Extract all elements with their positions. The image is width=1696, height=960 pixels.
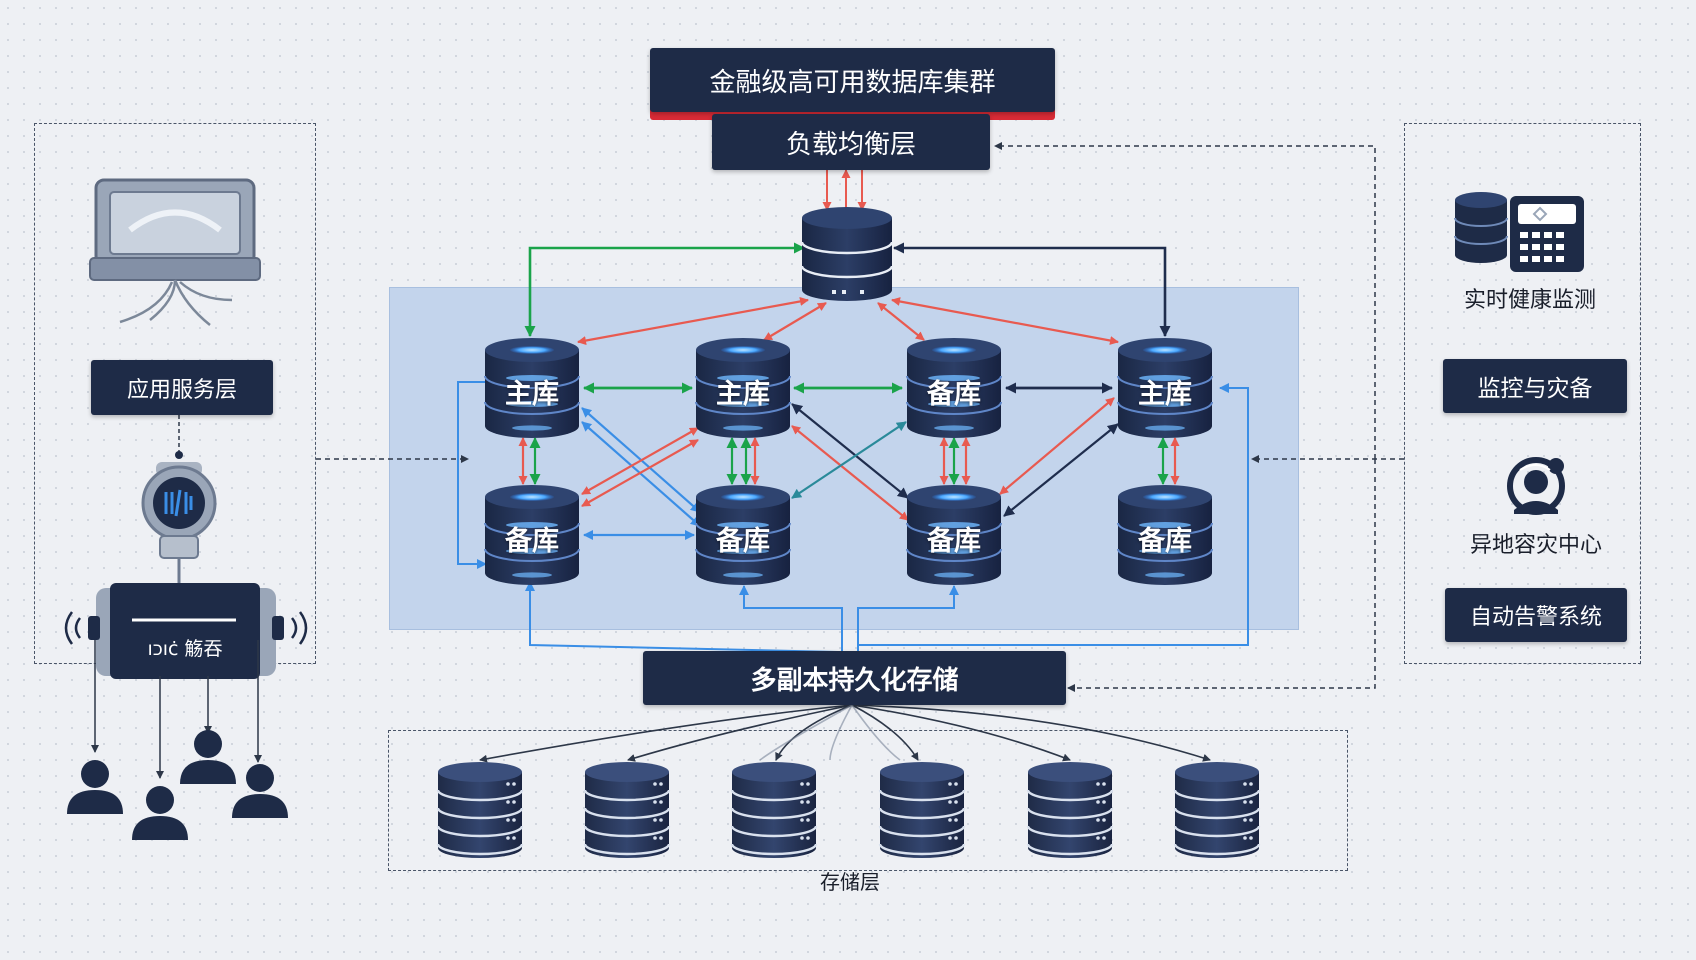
page-title: 金融级高可用数据库集群	[650, 48, 1055, 112]
db-node-top-1	[484, 337, 580, 439]
db-node-bottom-1	[484, 484, 580, 586]
health-monitor-label: 实时健康监测	[1463, 288, 1596, 313]
db-node-bottom-2	[695, 484, 791, 586]
db-node-bottom-4	[1117, 484, 1213, 586]
gateway-label: ıכıċ 觞吞	[147, 638, 223, 660]
dr-center-label: 异地容灾中心	[1469, 533, 1602, 558]
storage-layer-label: 存储层	[820, 870, 880, 894]
gateway-device-icon	[64, 583, 308, 679]
load-balancer-layer: 负载均衡层	[712, 114, 990, 170]
workstation-icon	[89, 178, 261, 326]
monitor-dr-box: 监控与灾备	[1443, 359, 1627, 413]
db-node-bottom-3	[906, 484, 1002, 586]
storage-layer-frame	[388, 730, 1348, 871]
monitor-panel-frame	[1404, 123, 1641, 664]
db-node-top-4	[1117, 337, 1213, 439]
disaster-recovery-icon	[1507, 457, 1565, 515]
server-stack-icon	[436, 760, 1261, 860]
db-node-top-3	[906, 337, 1002, 439]
db-node-top-2	[695, 337, 791, 439]
router-icon	[141, 462, 217, 585]
central-router-node	[800, 207, 894, 301]
replicated-storage-box: 多副本持久化存储	[643, 651, 1066, 705]
user-group-icon	[67, 730, 288, 840]
app-service-layer: 应用服务层	[91, 360, 273, 415]
alert-system-box: 自动告警系统	[1445, 588, 1627, 642]
monitor-dashboard-icon	[1454, 192, 1584, 272]
